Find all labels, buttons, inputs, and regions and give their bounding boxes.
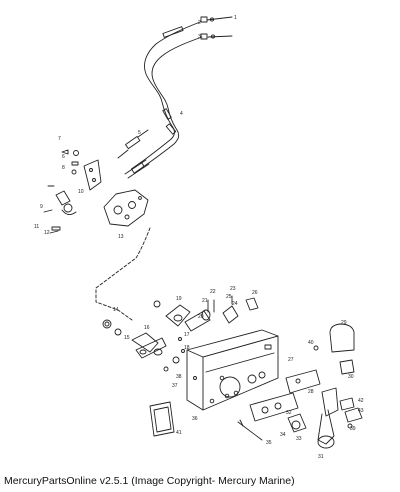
- callout-13: 13: [118, 234, 124, 240]
- cable-end-lower: [200, 33, 233, 40]
- callout-17: 17: [184, 332, 190, 338]
- callout-11: 11: [34, 224, 39, 230]
- hardware-group: [207, 295, 259, 324]
- callout-20: 20: [198, 314, 204, 320]
- callout-19: 19: [176, 296, 182, 302]
- callout-30: 30: [348, 374, 354, 380]
- long-bolt: [237, 419, 263, 441]
- callout-10: 10: [78, 189, 84, 195]
- ignition-switch: [287, 413, 307, 433]
- callout-4: 4: [180, 111, 183, 117]
- callout-34: 34: [280, 432, 286, 438]
- callout-40: 40: [308, 340, 314, 346]
- shaft-assembly-center: [153, 300, 211, 372]
- callout-5: 5: [138, 130, 141, 136]
- shaft-assembly-left: [102, 319, 167, 359]
- callout-8: 8: [62, 165, 65, 171]
- control-cable-pair: [117, 21, 203, 179]
- callout-26: 26: [252, 290, 258, 296]
- callout-31: 31: [318, 454, 324, 460]
- callout-23: 23: [230, 286, 236, 292]
- callout-22: 22: [210, 289, 216, 295]
- callout-42: 42: [358, 398, 364, 404]
- callout-2: 2: [198, 20, 201, 26]
- mounting-pad: [149, 401, 175, 437]
- callout-32: 32: [286, 410, 292, 416]
- callout-38: 38: [176, 374, 182, 380]
- callout-33: 33: [296, 436, 302, 442]
- callout-numbers: 1 2 3 4 5 6 7 8 9 10 11 12 13 14 15 16 1…: [34, 15, 364, 460]
- callout-3: 3: [198, 34, 201, 40]
- callout-37: 37: [172, 383, 178, 389]
- callout-21: 21: [202, 298, 208, 304]
- exploded-parts-diagram: 1 2 3 4 5 6 7 8 9 10 11 12 13 14 15 16 1…: [34, 15, 364, 460]
- diagram-svg: 1 2 3 4 5 6 7 8 9 10 11 12 13 14 15 16 1…: [34, 15, 364, 460]
- callout-41: 41: [176, 430, 182, 436]
- control-handle: [317, 387, 363, 449]
- mounting-bracket-left: [43, 149, 102, 234]
- callout-29: 29: [341, 320, 347, 326]
- callout-24: 24: [232, 301, 238, 307]
- callout-27: 27: [288, 357, 294, 363]
- callout-6: 6: [62, 154, 65, 160]
- shift-plate: [103, 189, 149, 227]
- callout-39: 39: [350, 426, 356, 432]
- decal-plate: [249, 369, 321, 422]
- callout-7: 7: [58, 136, 61, 142]
- callout-14: 14: [113, 307, 119, 313]
- cable-end-upper: [200, 16, 233, 23]
- image-caption: MercuryPartsOnline v2.5.1 (Image Copyrig…: [4, 475, 295, 487]
- callout-1: 1: [234, 15, 237, 21]
- callout-9: 9: [40, 204, 43, 210]
- callout-28: 28: [308, 389, 314, 395]
- routing-wire: [95, 227, 151, 321]
- callout-16: 16: [144, 325, 150, 331]
- neutral-lock: [313, 323, 355, 375]
- callout-43: 43: [358, 408, 364, 414]
- callout-36: 36: [192, 416, 198, 422]
- callout-35: 35: [266, 440, 272, 446]
- callout-18: 18: [184, 345, 190, 351]
- callout-25: 25: [226, 294, 232, 300]
- control-box: [186, 329, 279, 411]
- callout-12: 12: [44, 230, 50, 236]
- callout-15: 15: [124, 335, 130, 341]
